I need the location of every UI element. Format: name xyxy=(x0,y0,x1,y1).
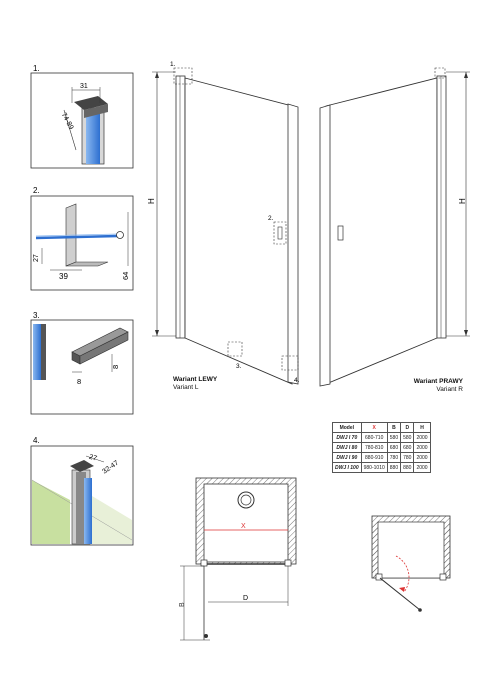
variant-left-line1: Wariant LEWY xyxy=(173,376,218,383)
cell: 2000 xyxy=(413,462,431,473)
cell: 880-910 xyxy=(360,452,388,463)
detail-1-dim-31: 31 xyxy=(80,83,88,90)
detail-3-dim-8a: 8 xyxy=(77,377,81,386)
plan-x-label: X xyxy=(241,523,246,530)
cell: 2000 xyxy=(413,452,431,463)
plan-view-right xyxy=(371,515,451,612)
cell: 780-810 xyxy=(360,442,388,453)
detail-4-dim-27: 27 xyxy=(88,454,98,463)
cell: 680 xyxy=(400,442,415,453)
col-d: D xyxy=(400,422,415,433)
variant-right-caption: Wariant PRAWY Variant R xyxy=(385,378,463,394)
door-left-h-label: H xyxy=(147,198,156,204)
table-row: DWJ I 80 780-810 680 680 2000 xyxy=(332,442,431,453)
detail-2-dim-64: 64 xyxy=(121,272,130,280)
variant-left-line2: Variant L xyxy=(173,384,199,391)
callout-2: 2. xyxy=(268,215,274,222)
door-left-elevation: H 1. 2. 3. 4. xyxy=(147,61,300,385)
cell: 780 xyxy=(386,452,402,463)
cell: DWJ I 90 xyxy=(332,452,362,463)
callout-4: 4. xyxy=(294,377,300,384)
table-row: DWJ I 100 980-1010 880 880 2000 xyxy=(332,462,431,473)
detail-2-dim-27: 27 xyxy=(33,254,40,262)
table-row: DWJ I 70 680-710 580 580 2000 xyxy=(332,432,431,443)
col-b: B xyxy=(386,422,402,433)
variant-right-line2: Variant R xyxy=(436,386,463,393)
variant-right-line1: Wariant PRAWY xyxy=(413,378,463,385)
detail-2-dim-39: 39 xyxy=(59,272,68,281)
cell: 680 xyxy=(386,442,402,453)
cell: 980-1010 xyxy=(360,462,388,473)
detail-4-number: 4. xyxy=(33,436,40,445)
plan-d-label: D xyxy=(243,595,248,602)
callout-1: 1. xyxy=(170,61,176,68)
col-x: X xyxy=(360,422,388,433)
detail-3: 3. 8 8 xyxy=(30,311,134,415)
detail-1-number: 1. xyxy=(33,64,40,73)
cell: 780 xyxy=(400,452,415,463)
detail-1: 1. 31 74-89 xyxy=(30,64,134,169)
spec-table: Model X B D H DWJ I 70 680-710 580 580 2… xyxy=(332,422,431,473)
cell: 680-710 xyxy=(360,432,388,443)
detail-4: 4. 27 32-47 xyxy=(30,436,134,546)
cell: 880 xyxy=(400,462,415,473)
cell: 2000 xyxy=(413,442,431,453)
callout-3: 3. xyxy=(236,363,242,370)
cell: DWJ I 100 xyxy=(332,462,362,473)
col-h: H xyxy=(413,422,431,433)
detail-2: 2. 27 39 64 xyxy=(30,186,134,291)
detail-3-dim-8b: 8 xyxy=(111,365,120,369)
variant-left-caption: Wariant LEWY Variant L xyxy=(173,376,217,392)
plan-b-label: B xyxy=(179,602,186,607)
plan-view-left: X B D xyxy=(179,477,297,641)
cell: DWJ I 70 xyxy=(332,432,362,443)
cell: DWJ I 80 xyxy=(332,442,362,453)
cell: 580 xyxy=(400,432,415,443)
cell: 2000 xyxy=(413,432,431,443)
table-row: DWJ I 90 880-910 780 780 2000 xyxy=(332,452,431,463)
cell: 580 xyxy=(386,432,402,443)
spec-table-header: Model X B D H xyxy=(332,422,431,433)
cell: 880 xyxy=(386,462,402,473)
detail-3-number: 3. xyxy=(33,311,40,320)
door-right-h-label: H xyxy=(458,198,467,204)
col-model: Model xyxy=(332,422,362,433)
door-right-elevation: H xyxy=(319,67,470,387)
detail-2-number: 2. xyxy=(33,186,40,195)
